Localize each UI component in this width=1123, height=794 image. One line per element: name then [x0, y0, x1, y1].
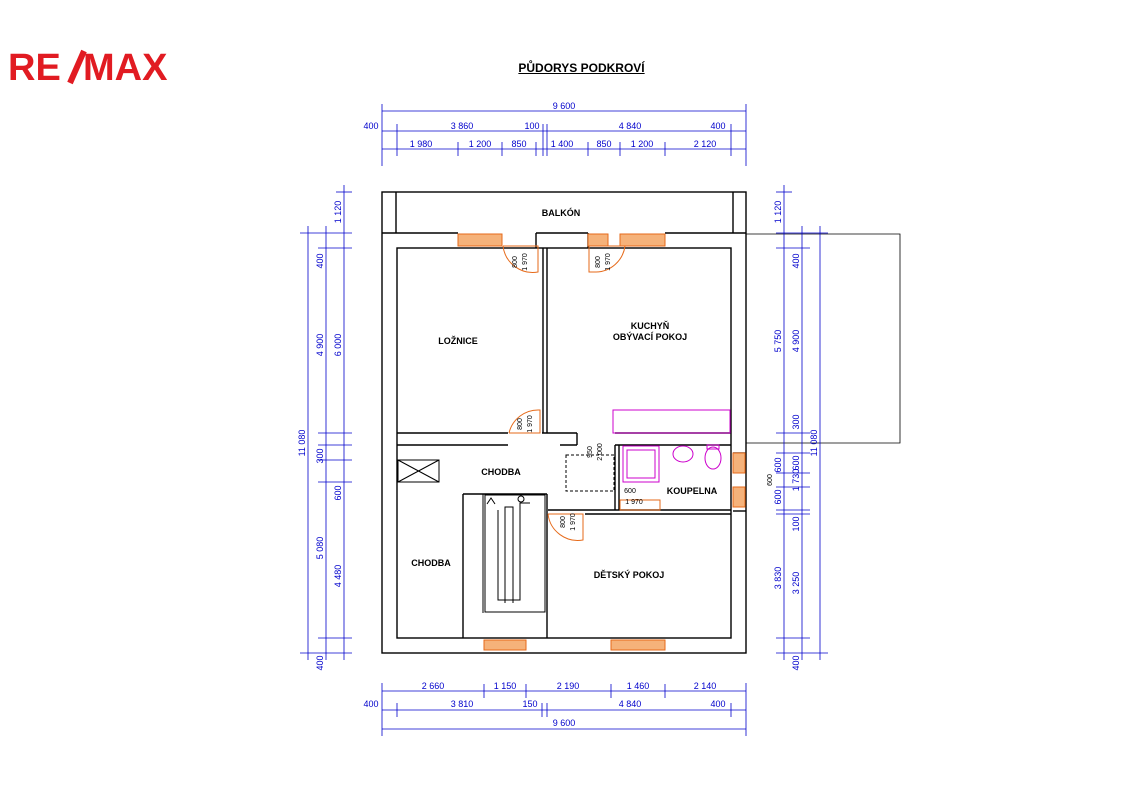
door3-width: 800 [517, 418, 524, 430]
hatch-height: 2 000 [597, 443, 604, 461]
dim-left-a-6: 400 [315, 655, 325, 670]
dim-left-a-3: 300 [315, 448, 325, 463]
dim-right-a-1: 5 750 [773, 330, 783, 353]
room-label-chodba-lower: CHODBA [411, 558, 451, 568]
dim-bottom-r1-4: 2 140 [694, 681, 717, 691]
dim-bottom-r2-0: 400 [363, 699, 378, 709]
dim-top-r2-2: 100 [524, 121, 539, 131]
dim-top-r3-3: 1 400 [551, 139, 574, 149]
remax-logo: RE MAX [8, 47, 184, 89]
dim-right-a-5: 3 830 [773, 567, 783, 590]
dim-right-a-6: 400 [791, 655, 801, 670]
logo-slash [67, 49, 87, 85]
room-label-obyvaci-pokoj: OBÝVACÍ POKOJ [613, 331, 687, 342]
staircase [482, 494, 546, 613]
dim-right-b-4: 100 [791, 516, 801, 531]
dim-right-a-4: 600 [773, 489, 783, 504]
dim-top-r3-4: 850 [596, 139, 611, 149]
chimney [397, 459, 440, 483]
door1-height: 1 970 [522, 253, 529, 271]
door4-height: 1 970 [570, 513, 577, 531]
dim-bottom-r2-4: 400 [710, 699, 725, 709]
door1-width: 800 [512, 256, 519, 268]
dim-top-r3-1: 1 200 [469, 139, 492, 149]
dimension-lines [300, 104, 828, 736]
dim-top-r2-0: 400 [363, 121, 378, 131]
dim-left-a-1: 400 [315, 253, 325, 268]
dim-bottom-r1-2: 2 190 [557, 681, 580, 691]
dim-left-a-5: 5 080 [315, 537, 325, 560]
room-label-balkon: BALKÓN [542, 207, 581, 218]
dim-top-r2-4: 400 [710, 121, 725, 131]
dim-top-r3-5: 1 200 [631, 139, 654, 149]
dim-right-b-0: 400 [791, 253, 801, 268]
hatch-width: 950 [587, 446, 594, 458]
dim-right-a-3: 1 730 [791, 469, 801, 492]
dim-top-r3-6: 2 120 [694, 139, 717, 149]
dim-left-a-4: 600 [333, 485, 343, 500]
dim-bottom-r1-3: 1 460 [627, 681, 650, 691]
dim-right-a-2: 600 [791, 455, 801, 470]
dim-bottom-r2-3: 4 840 [619, 699, 642, 709]
door3-height: 1 970 [527, 415, 534, 433]
dim-left-a-2: 4 900 [315, 334, 325, 357]
room-label-chodba-upper: CHODBA [481, 467, 521, 477]
dim-left-total: 11 080 [297, 430, 307, 457]
attic-hatch [565, 454, 615, 492]
bath-door-width: 600 [624, 488, 636, 495]
walls [381, 191, 747, 654]
doors [502, 245, 661, 541]
door2-height: 1 970 [605, 253, 612, 271]
logo-text-right: MAX [83, 47, 168, 87]
balcony-outline-right [746, 233, 901, 444]
dim-right-total: 11 080 [809, 430, 819, 457]
bath-door-height: 1 970 [625, 499, 643, 506]
window-width: 600 [767, 474, 774, 486]
room-label-kuchyn: KUCHYŇ [631, 320, 670, 331]
dim-bottom-r1-1: 1 150 [494, 681, 517, 691]
dim-right-a-0: 1 120 [773, 201, 783, 224]
dim-right-b-5: 3 250 [791, 572, 801, 595]
dim-top-total: 9 600 [553, 101, 576, 111]
bathroom-fixtures [612, 409, 731, 483]
dim-left-b-1: 4 480 [333, 565, 343, 588]
dim-top-r2-3: 4 840 [619, 121, 642, 131]
dim-left-a-0: 1 120 [333, 201, 343, 224]
dim-bottom-r1-0: 2 660 [422, 681, 445, 691]
room-label-detsky-pokoj: DĚTSKÝ POKOJ [594, 569, 665, 580]
dim-left-b-0: 6 000 [333, 334, 343, 357]
door2-width: 800 [595, 256, 602, 268]
room-label-koupelna: KOUPELNA [667, 486, 718, 496]
room-label-loznice: LOŽNICE [438, 335, 478, 346]
page-title: PŮDORYS PODKROVÍ [518, 61, 645, 75]
dim-right-b-3: 600 [773, 457, 783, 472]
dim-top-r3-2: 850 [511, 139, 526, 149]
dim-bottom-r2-2: 150 [522, 699, 537, 709]
dim-right-b-2: 300 [791, 414, 801, 429]
dim-bottom-r2-1: 3 810 [451, 699, 474, 709]
dim-bottom-total: 9 600 [553, 718, 576, 728]
dim-top-r2-1: 3 860 [451, 121, 474, 131]
windows [457, 233, 746, 651]
door4-width: 800 [560, 516, 567, 528]
dim-top-r3-0: 1 980 [410, 139, 433, 149]
logo-text-left: RE [8, 47, 61, 87]
dim-right-b-1: 4 900 [791, 330, 801, 353]
